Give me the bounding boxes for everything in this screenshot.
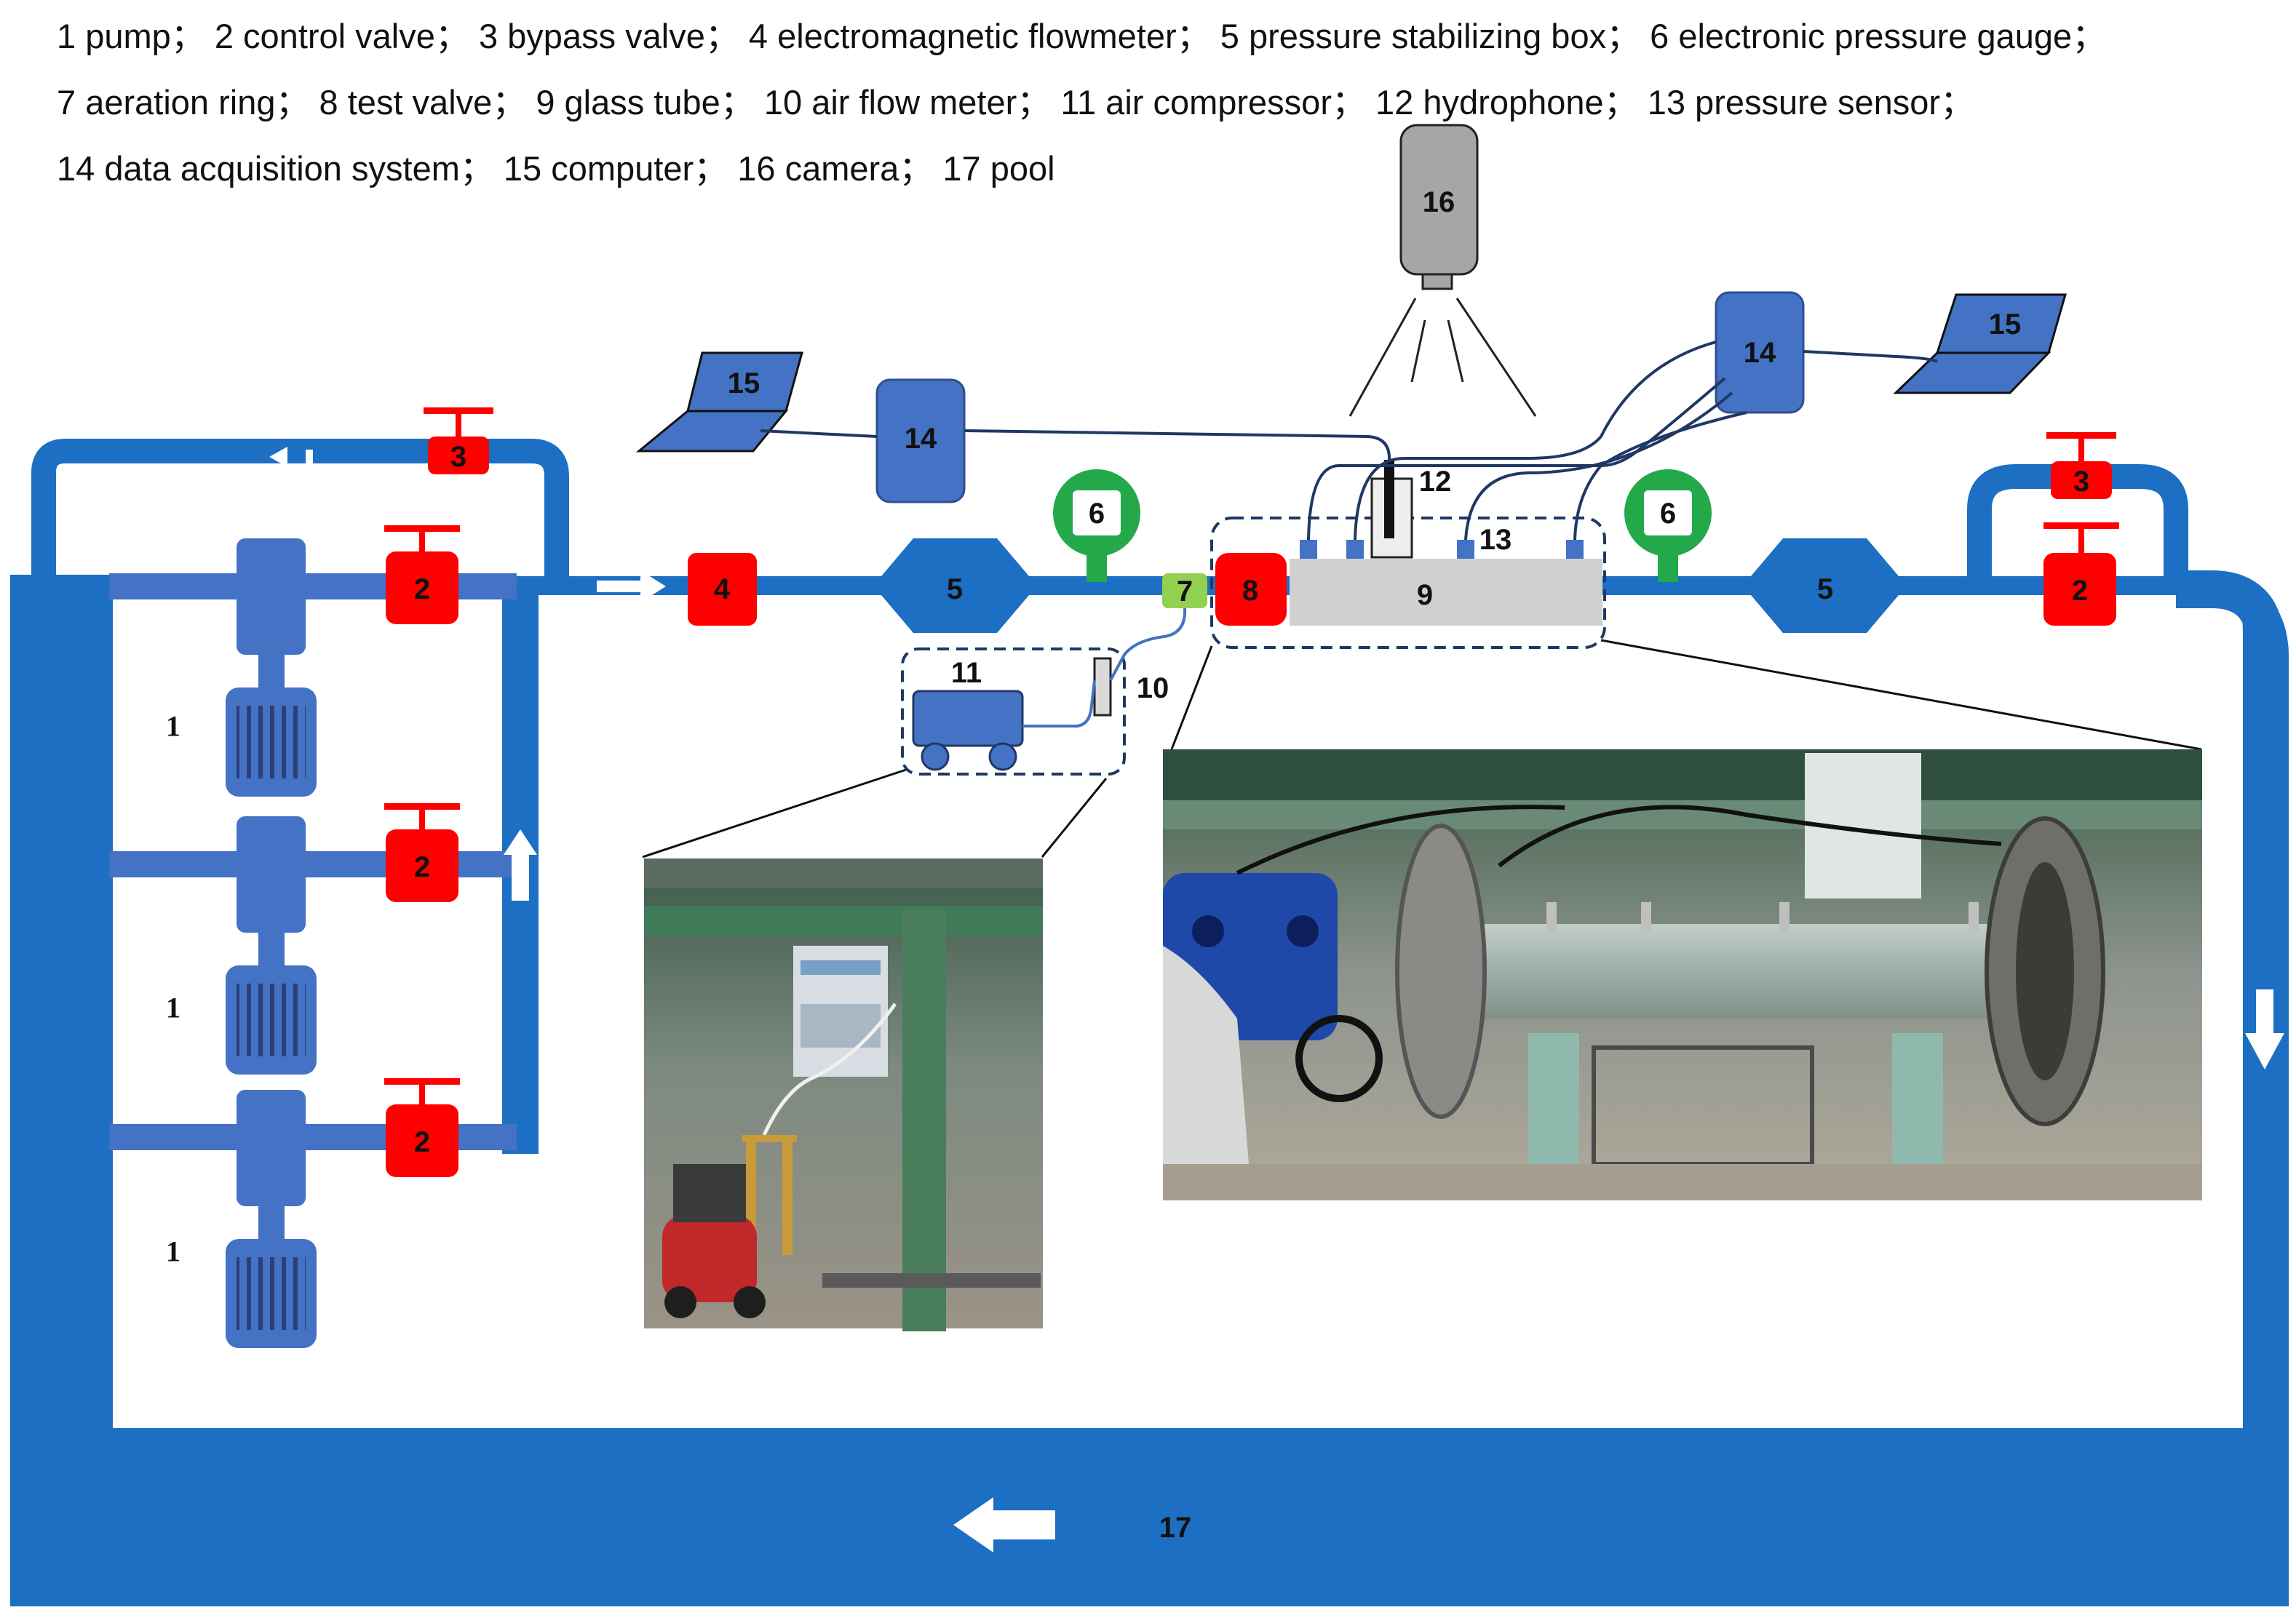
legend-item: 3 bypass valve； [478,17,739,55]
pressure-sensor-2 [1346,540,1364,559]
pump-2 [226,816,317,1075]
pump-label-2: 1 [166,992,180,1024]
aeration-ring-label: 7 [1177,575,1193,607]
pressure-sensor-1 [1300,540,1317,559]
pressure-sensor-4 [1566,540,1584,559]
air-compressor-label: 11 [951,657,982,689]
callout-lines [642,639,2202,858]
computer-left: 15 [635,351,803,453]
computer-label: 15 [1989,308,2022,340]
bypass-loop-left [31,439,569,582]
hydrophone-label: 12 [1419,466,1452,498]
control-valve-label: 2 [414,573,430,605]
photo-air-compressor [644,858,1043,1331]
data-acquisition-label: 14 [905,423,937,455]
glass-tube-label: 9 [1417,579,1433,611]
legend-item: 14 data acquisition system； [57,149,494,188]
legend-item: 6 electronic pressure gauge； [1650,17,2107,55]
air-hose [1022,607,1187,728]
pump-1 [226,538,317,797]
stabilizing-box-label: 5 [1817,573,1833,605]
camera-label: 16 [1423,186,1455,218]
legend-item: 4 electromagnetic flowmeter； [748,17,1211,55]
flowmeter: 4 [688,553,757,626]
data-acquisition-label: 14 [1744,337,1776,369]
control-valve-label: 2 [414,851,430,883]
legend-item: 8 test valve； [319,83,527,121]
arrow-down-return [2245,989,2284,1069]
bypass-valve-right: 3 [2046,432,2116,499]
air-flow-meter-label: 10 [1137,672,1169,704]
legend-item: 9 glass tube； [536,83,755,121]
test-valve: 8 [1215,553,1287,626]
data-acquisition-left: 14 [875,378,966,503]
pressure-gauge-right: 6 [1624,469,1712,582]
stabilizing-box-right: 5 [1743,538,1907,633]
test-valve-label: 8 [1242,575,1258,607]
control-valve-outlet: 2 [2043,522,2119,626]
legend-item: 17 pool [942,149,1055,188]
camera: 16 [1348,124,1537,417]
control-valve-label: 2 [2072,575,2088,607]
air-supply-box [901,647,1126,776]
photo-test-rig [1163,749,2202,1200]
bypass-valve-left: 3 [424,407,493,474]
control-valve-pump-1: 2 [384,525,460,624]
signal-cables [760,340,1938,541]
computer-label: 15 [728,367,760,399]
flow-arrows [269,447,2284,1553]
bypass-valve-label: 3 [450,441,466,473]
flowmeter-label: 4 [714,573,731,605]
data-acquisition-right: 14 [1715,291,1805,414]
air-flow-meter: 10 [1093,657,1169,717]
legend-item: 15 computer； [503,149,728,188]
control-valve-label: 2 [414,1126,430,1158]
arrow-left-pool [953,1497,1055,1553]
legend-item: 11 air compressor； [1060,83,1366,121]
arrow-up-riser [504,829,537,901]
hydrophone [1370,460,1413,559]
computer-right: 15 [1893,293,2067,394]
pressure-sensor-3 [1457,540,1474,559]
legend-item: 13 pressure sensor； [1647,83,1975,121]
legend-item: 5 pressure stabilizing box； [1220,17,1641,55]
legend-item: 2 control valve； [214,17,469,55]
legend-item: 7 aeration ring； [57,83,310,121]
aeration-ring: 7 [1162,573,1207,608]
pressure-gauge-left: 6 [1053,469,1140,582]
legend-item: 1 pump； [57,17,205,55]
pump-label-1: 1 [166,710,180,743]
pool-basin [10,575,2289,1606]
glass-tube: 9 [1290,559,1602,626]
legend: 1 pump； 2 control valve； 3 bypass valve；… [57,3,2240,202]
stabilizing-box-label: 5 [947,573,963,605]
pressure-gauge-label: 6 [1089,498,1105,530]
camera-view-lines [1348,298,1537,417]
arrow-right-main [597,570,666,602]
pump-label-3: 1 [166,1235,180,1268]
pressure-gauge-label: 6 [1660,498,1676,530]
stabilizing-box-left: 5 [873,538,1037,633]
air-compressor: 11 [912,657,1024,771]
pressure-sensor-label: 13 [1479,524,1512,556]
control-valve-pump-3: 2 [384,1078,460,1177]
legend-item: 16 camera； [737,149,934,188]
bypass-valve-label: 3 [2073,466,2089,498]
pump-3 [226,1090,317,1348]
arrow-left-bypass [269,447,313,467]
legend-item: 12 hydrophone； [1375,83,1638,121]
control-valve-pump-2: 2 [384,803,460,902]
legend-item: 10 air flow meter； [763,83,1052,121]
pool-label: 17 [1159,1512,1192,1544]
